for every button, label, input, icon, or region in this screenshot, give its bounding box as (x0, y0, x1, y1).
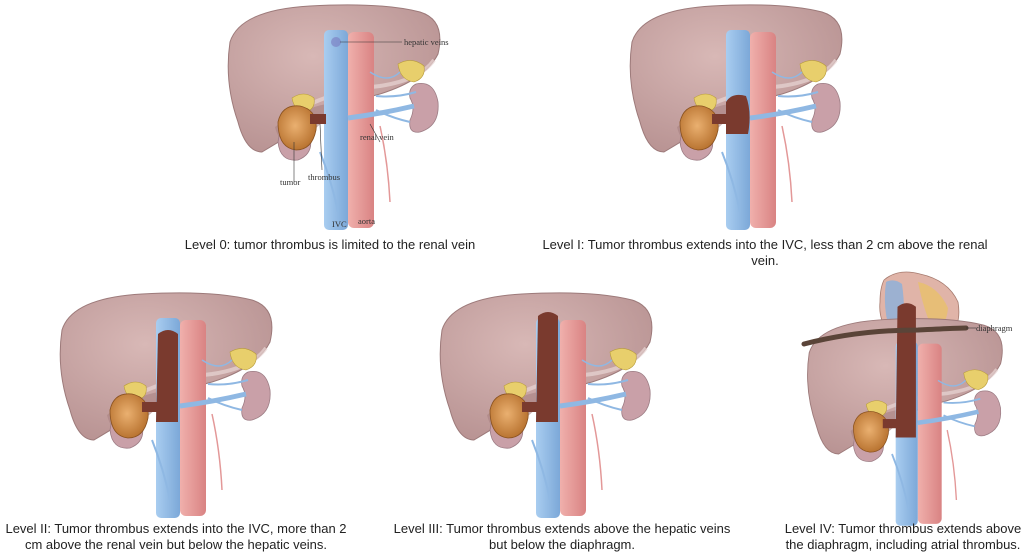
diaphragm-line (801, 325, 969, 347)
thrombus-shape (310, 114, 326, 124)
thrombus-shape (156, 330, 178, 422)
label-diaphragm: diaphragm (976, 323, 1013, 333)
hepatic-vein-marker (331, 37, 341, 47)
label-thrombus: thrombus (308, 172, 340, 182)
anatomy-diagram-level-2 (52, 290, 302, 520)
caption-level-1: Level I: Tumor thrombus extends into the… (542, 237, 988, 268)
label-ivc: IVC (332, 219, 347, 229)
label-renal-vein: renal vein (360, 132, 394, 142)
panel-level-3 (432, 290, 682, 520)
panel-level-2 (52, 290, 302, 520)
thrombus-shape (726, 94, 750, 134)
panel-level-4: diaphragm (798, 271, 1026, 522)
anatomy-diagram-level-1 (622, 2, 872, 232)
label-aorta: aorta (358, 216, 375, 226)
label-tumor: tumor (280, 177, 300, 187)
caption-level-2: Level II: Tumor thrombus extends into th… (5, 521, 347, 552)
anatomy-diagram-level-3 (432, 290, 682, 520)
thrombus-shape (536, 312, 558, 422)
panel-level-1 (622, 2, 872, 232)
panel-level-0: hepatic veins renal vein thrombus tumor … (220, 2, 470, 232)
label-hepatic-veins: hepatic veins (404, 37, 449, 47)
anatomy-diagram-level-4: diaphragm (801, 271, 1013, 522)
caption-level-3: Level III: Tumor thrombus extends above … (393, 521, 731, 552)
anatomy-diagram-level-0: hepatic veins renal vein thrombus tumor … (220, 2, 449, 232)
caption-level-4: Level IV: Tumor thrombus extends above t… (784, 521, 1022, 552)
caption-level-0: Level 0: tumor thrombus is limited to th… (184, 237, 476, 252)
